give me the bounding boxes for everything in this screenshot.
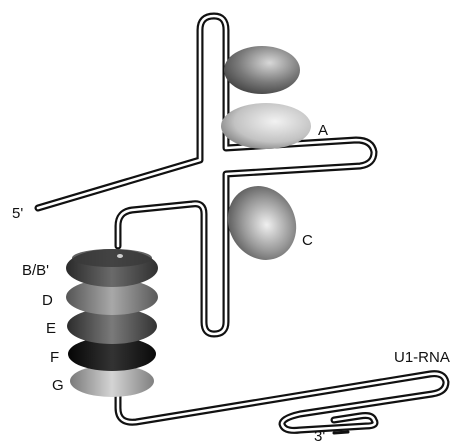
protein-a: [221, 103, 311, 149]
label-u1-rna: U1-RNA: [394, 349, 450, 366]
label-protein-e: E: [46, 320, 56, 337]
protein-d: [66, 279, 158, 315]
label-five-prime: 5': [12, 205, 23, 222]
label-protein-f: F: [50, 349, 59, 366]
label-protein-a: A: [318, 122, 328, 139]
u1-rna-strand: [38, 16, 446, 435]
protein-g: [70, 365, 154, 397]
protein-bb-top: [72, 249, 152, 267]
protein-upper: [224, 46, 300, 94]
label-protein-c: C: [302, 232, 313, 249]
label-protein-bb: B/B': [22, 262, 49, 279]
protein-f: [68, 337, 156, 371]
rna-entry-hole: [117, 254, 123, 258]
sm-protein-stack: [66, 249, 158, 397]
protein-c: [227, 186, 297, 260]
protein-e: [67, 308, 157, 344]
label-protein-d: D: [42, 292, 53, 309]
label-three-prime: 3': [314, 428, 325, 442]
label-protein-g: G: [52, 377, 64, 394]
